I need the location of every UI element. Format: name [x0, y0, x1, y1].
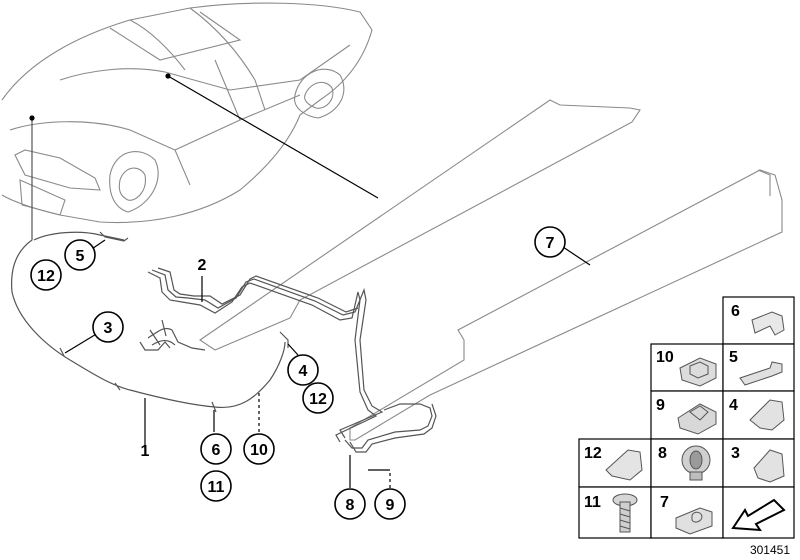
- callout-label: 10: [250, 442, 268, 459]
- holder-bracket-icon: [749, 399, 785, 431]
- callout-label: 1: [141, 443, 150, 460]
- angle-bracket-icon: [751, 311, 785, 336]
- grid-cell-label: 10: [656, 349, 674, 366]
- sensor-cable: [10, 115, 289, 413]
- leader-lines: [64, 75, 591, 488]
- grid-cell-11[interactable]: 11: [584, 493, 638, 533]
- underbody-panel-front: [199, 99, 641, 351]
- callout-9[interactable]: 9: [374, 488, 406, 520]
- underbody-panel-rear: [349, 169, 783, 441]
- grid-cell-label: 8: [658, 445, 667, 462]
- callout-label: 8: [346, 497, 355, 514]
- callout-label: 12: [37, 268, 55, 285]
- catalog-number: 301451: [750, 543, 790, 557]
- parts-grid: 6 10 5 9 4 12 8: [578, 296, 795, 539]
- grid-cell-9[interactable]: 9: [656, 397, 717, 435]
- cable-end-point: [29, 115, 35, 121]
- vehicle-outline: [1, 2, 373, 224]
- callout-3[interactable]: 3: [92, 311, 124, 343]
- grid-cell-8[interactable]: 8: [658, 445, 711, 481]
- grid-cell-6[interactable]: 6: [731, 303, 785, 336]
- callout-2: 2: [198, 257, 207, 274]
- support-bracket-icon: [753, 449, 785, 483]
- callout-label: 7: [546, 235, 555, 252]
- callout-label: 9: [386, 497, 395, 514]
- fuel-lines: [139, 267, 437, 453]
- direction-arrow-icon: [731, 498, 786, 532]
- expanding-clip-icon: [677, 403, 717, 435]
- callout-5[interactable]: 5: [64, 239, 96, 271]
- grid-cell-5[interactable]: 5: [729, 349, 783, 386]
- grid-cell-4[interactable]: 4: [729, 397, 785, 431]
- callout-12-left[interactable]: 12: [30, 259, 62, 291]
- callout-11[interactable]: 11: [200, 470, 232, 502]
- grid-cell-arrow[interactable]: [731, 498, 786, 532]
- callout-label: 12: [309, 391, 327, 408]
- grid-cell-label: 6: [731, 303, 740, 320]
- grid-cell-7[interactable]: 7: [660, 494, 713, 535]
- rubber-grommet-icon: [681, 445, 711, 481]
- callout-12-right[interactable]: 12: [302, 382, 334, 414]
- retaining-plate-icon: [605, 449, 643, 481]
- grid-cell-label: 3: [731, 445, 740, 462]
- grid-cell-3[interactable]: 3: [731, 445, 785, 483]
- grid-cell-label: 7: [660, 494, 669, 511]
- grid-cell-label: 5: [729, 349, 738, 366]
- pipe-holder-icon: [675, 507, 713, 535]
- pipe-clamp-icon: [739, 361, 783, 386]
- callout-7[interactable]: 7: [534, 226, 566, 258]
- grid-cell-label: 4: [729, 397, 738, 414]
- grid-cell-12[interactable]: 12: [584, 445, 643, 481]
- callout-1: 1: [141, 443, 150, 460]
- callout-10[interactable]: 10: [243, 433, 275, 465]
- callout-label: 6: [212, 442, 221, 459]
- callout-label: 2: [198, 257, 207, 274]
- grid-cell-label: 9: [656, 397, 665, 414]
- grid-cell-10[interactable]: 10: [656, 349, 717, 387]
- grid-cell-label: 11: [584, 494, 601, 511]
- callout-8[interactable]: 8: [334, 488, 366, 520]
- callout-label: 5: [76, 248, 85, 265]
- screw-icon: [612, 493, 638, 533]
- callout-label: 4: [299, 363, 308, 380]
- grid-cell-label: 12: [584, 445, 602, 462]
- callout-label: 3: [104, 320, 113, 337]
- callout-label: 11: [208, 479, 225, 496]
- clip-nut-icon: [679, 357, 717, 387]
- callout-6[interactable]: 6: [200, 433, 232, 465]
- callout-4[interactable]: 4: [287, 354, 319, 386]
